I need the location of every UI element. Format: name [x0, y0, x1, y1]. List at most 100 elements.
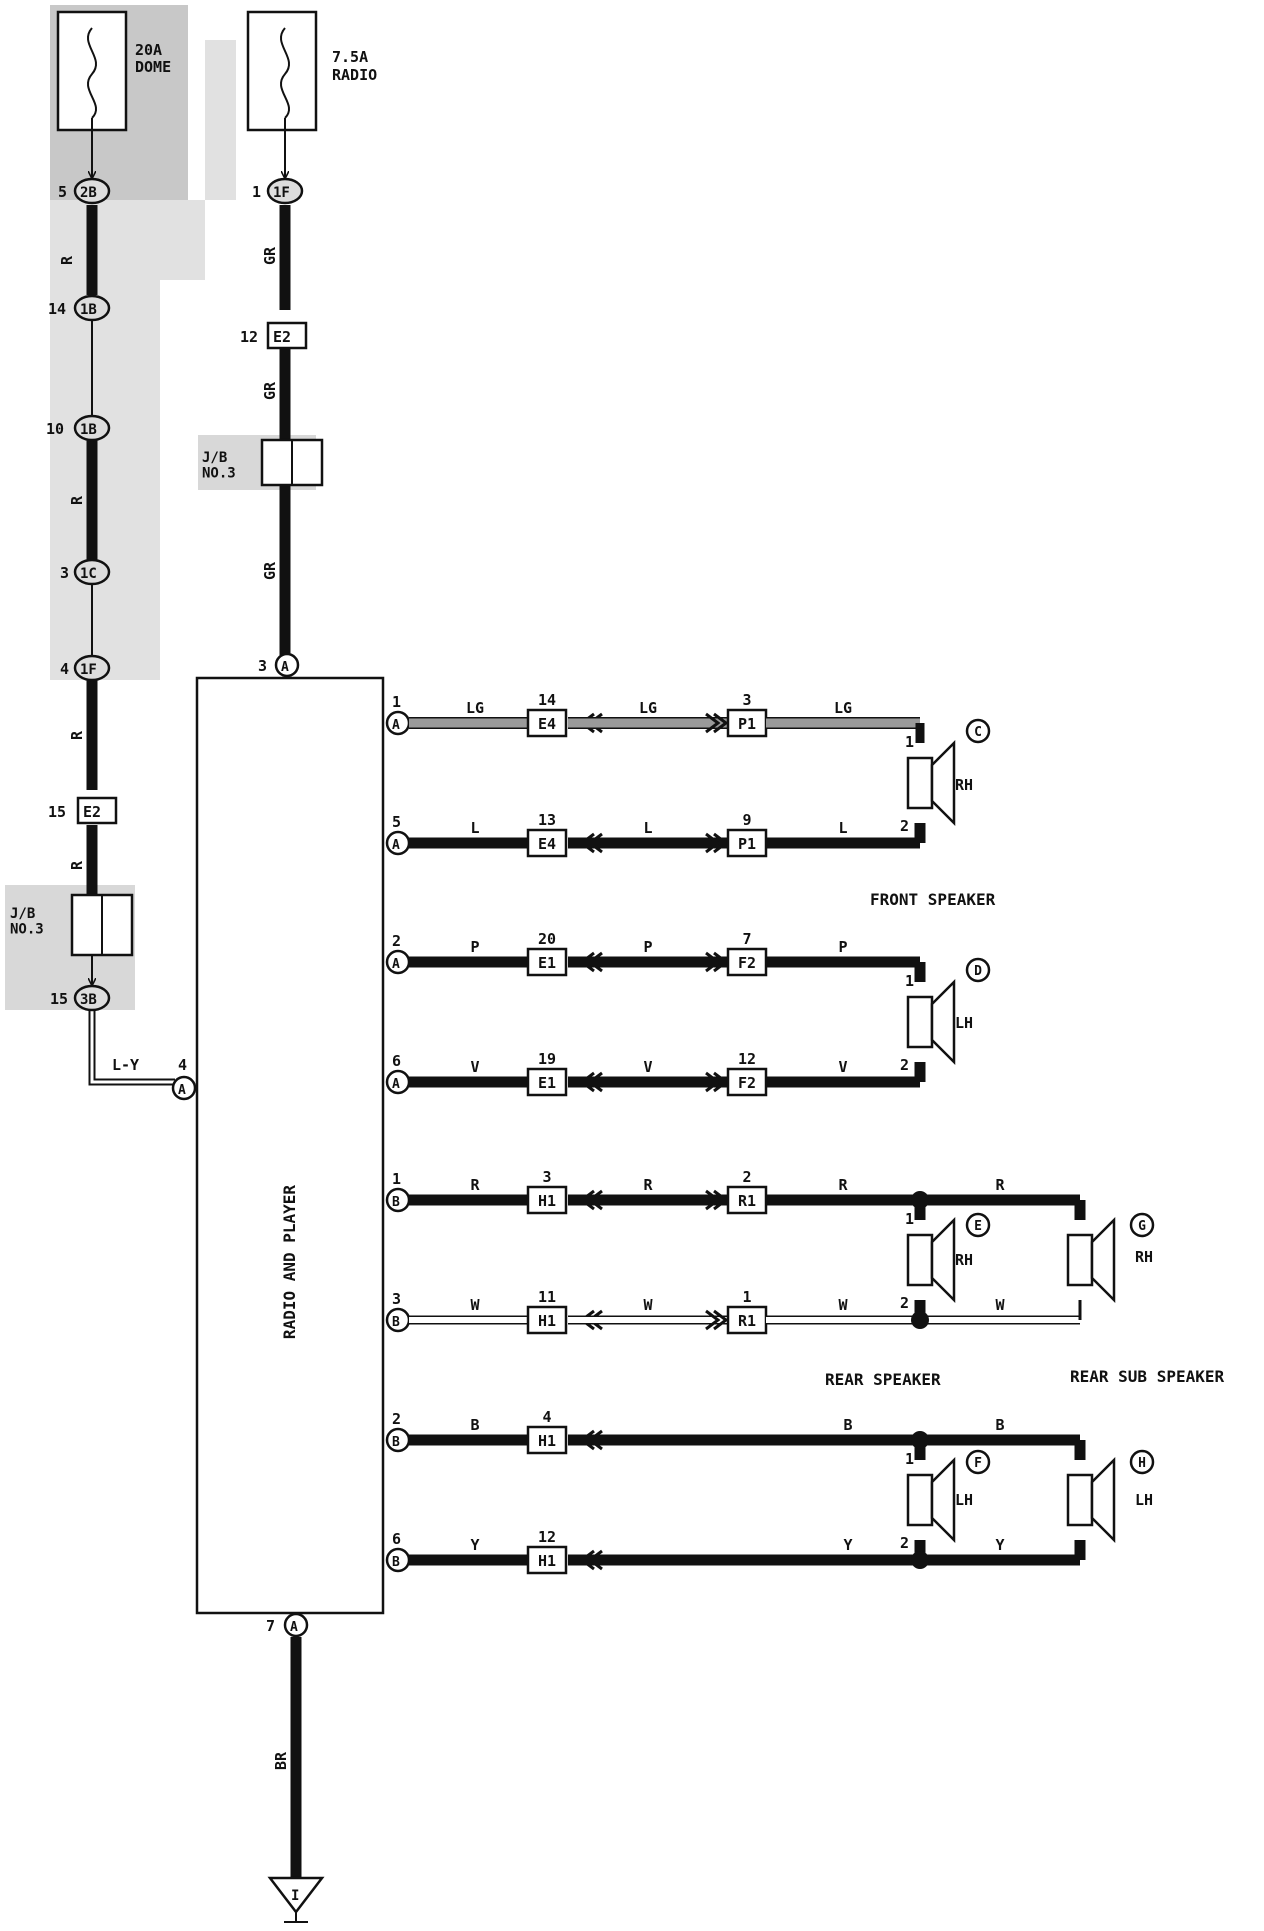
svg-text:3: 3 [60, 564, 69, 582]
speaker-cone-icon [1090, 1216, 1116, 1304]
svg-text:7: 7 [266, 1617, 275, 1635]
speaker-cone-icon [930, 1216, 956, 1304]
radio-and-player-unit [195, 676, 385, 1615]
wire-label-1: Y [470, 1536, 479, 1554]
connector-1f-left: 1F 4 [60, 654, 111, 682]
svg-text:1B: 1B [80, 302, 97, 318]
junction-connector-1 [526, 828, 568, 858]
speaker-pin-num: 1 [905, 1210, 914, 1228]
connector-chevron-2 [705, 951, 729, 973]
junction-connector-2 [726, 828, 768, 858]
connector-chevron-2 [705, 1071, 729, 1093]
connector-1f-right: 1F 1 [252, 177, 304, 205]
speaker-side-label: RH [955, 1251, 973, 1269]
speaker-id-label: F [974, 1456, 982, 1471]
speaker-cone-icon [930, 1456, 956, 1544]
junction-connector-2 [726, 1305, 768, 1335]
svg-text:15: 15 [48, 803, 66, 821]
svg-text:10: 10 [46, 420, 64, 438]
speaker-id-badge [1129, 1212, 1155, 1238]
speaker-pin-num: 2 [900, 1294, 909, 1312]
svg-text:A: A [281, 660, 289, 675]
wire-label-3: Y [843, 1536, 852, 1554]
unit-pin-bottom: A 7 [266, 1612, 309, 1638]
speaker-id-badge [965, 1449, 991, 1475]
svg-text:A: A [290, 1620, 298, 1635]
speaker-id-badge [965, 957, 991, 983]
fuse-icon-dome [86, 27, 98, 119]
wire-label-ly: L-Y [112, 1056, 139, 1074]
connector-1b-a: 1B 14 [48, 294, 111, 322]
speaker-d: LHD [906, 957, 991, 1066]
speaker-f: LH F [906, 1449, 991, 1544]
unit-output-pin-num: 2 [392, 932, 401, 950]
svg-text:14: 14 [48, 300, 66, 318]
connector-1c: 1C 3 [60, 558, 111, 586]
junction-connector-2 [726, 947, 768, 977]
speaker-pin-num: 1 [905, 733, 914, 751]
svg-text:3B: 3B [80, 992, 97, 1008]
svg-text:15: 15 [50, 990, 68, 1008]
wire-label-4: Y [995, 1536, 1004, 1554]
junction-connector-1-num: 13 [538, 811, 556, 829]
wire-label-1: LG [466, 699, 484, 717]
wire-label-3: W [838, 1296, 848, 1314]
unit-pin-left: A 4 [171, 1056, 197, 1101]
wire-label-1: V [470, 1058, 479, 1076]
unit-output-pin-num: 5 [392, 813, 401, 831]
wire-label-1: W [470, 1296, 480, 1314]
junction-connector-1 [526, 1067, 568, 1097]
wire-label-2: P [643, 938, 652, 956]
speaker-id-label: H [1138, 1456, 1146, 1471]
wire-label-r-3: R [68, 730, 86, 740]
speaker-cone-icon [930, 739, 956, 827]
wire-label-3: P [838, 938, 847, 956]
svg-text:1: 1 [252, 183, 261, 201]
junction-connector-1 [526, 1185, 568, 1215]
wire-label-2: V [643, 1058, 652, 1076]
speaker-pin-num: 2 [900, 1056, 909, 1074]
wire-label-r-1: R [58, 255, 76, 265]
speaker-side-label: RH [1135, 1248, 1153, 1266]
unit-pin-top: A 3 [258, 652, 300, 678]
junction-connector-1-num: 4 [542, 1408, 551, 1426]
speaker-side-label: LH [955, 1014, 973, 1032]
unit-output-pin-num: 6 [392, 1052, 401, 1070]
wire-label-3: R [838, 1176, 848, 1194]
connector-e2-left: E2 15 [48, 796, 118, 825]
wire-label-4: R [995, 1176, 1005, 1194]
unit-output-pin-num: 3 [392, 1290, 401, 1308]
wire-label-3: LG [834, 699, 852, 717]
speaker-id-badge [965, 718, 991, 744]
junction-connector-2-num: 9 [742, 811, 751, 829]
junction-connector-2 [726, 1185, 768, 1215]
junction-connector-2-label: P1 [738, 835, 756, 853]
svg-text:E2: E2 [83, 803, 101, 821]
junction-connector-2-num: 2 [742, 1168, 751, 1186]
wire-label-4: W [995, 1296, 1005, 1314]
fuse-name-dome: DOME [135, 58, 171, 76]
wire-label-br: BR [272, 1751, 290, 1770]
unit-output-pin-conn: A [392, 957, 400, 972]
fuse-name-radio: RADIO [332, 66, 377, 84]
junction-connector-1-num: 14 [538, 691, 556, 709]
splice-dot [911, 1191, 929, 1209]
wire-label-gr-1: GR [261, 246, 279, 265]
junction-connector-2-label: P1 [738, 715, 756, 733]
connector-e2-right: E2 12 [240, 321, 308, 350]
speaker-pin-num: 1 [905, 1450, 914, 1468]
fuse-rating-dome: 20A [135, 41, 162, 59]
junction-connector-1-label: H1 [538, 1432, 556, 1450]
speaker-id-label: C [974, 725, 982, 740]
junction-connector-2-label: R1 [738, 1192, 756, 1210]
junction-connector-1-num: 11 [538, 1288, 556, 1306]
wire-label-2: LG [639, 699, 657, 717]
speaker-side-label: LH [955, 1491, 973, 1509]
speaker-c: RHC [906, 718, 991, 827]
unit-output-pin-num: 2 [392, 1410, 401, 1428]
speaker-cone-icon [1090, 1456, 1116, 1544]
wire-label-r-4: R [68, 860, 86, 870]
